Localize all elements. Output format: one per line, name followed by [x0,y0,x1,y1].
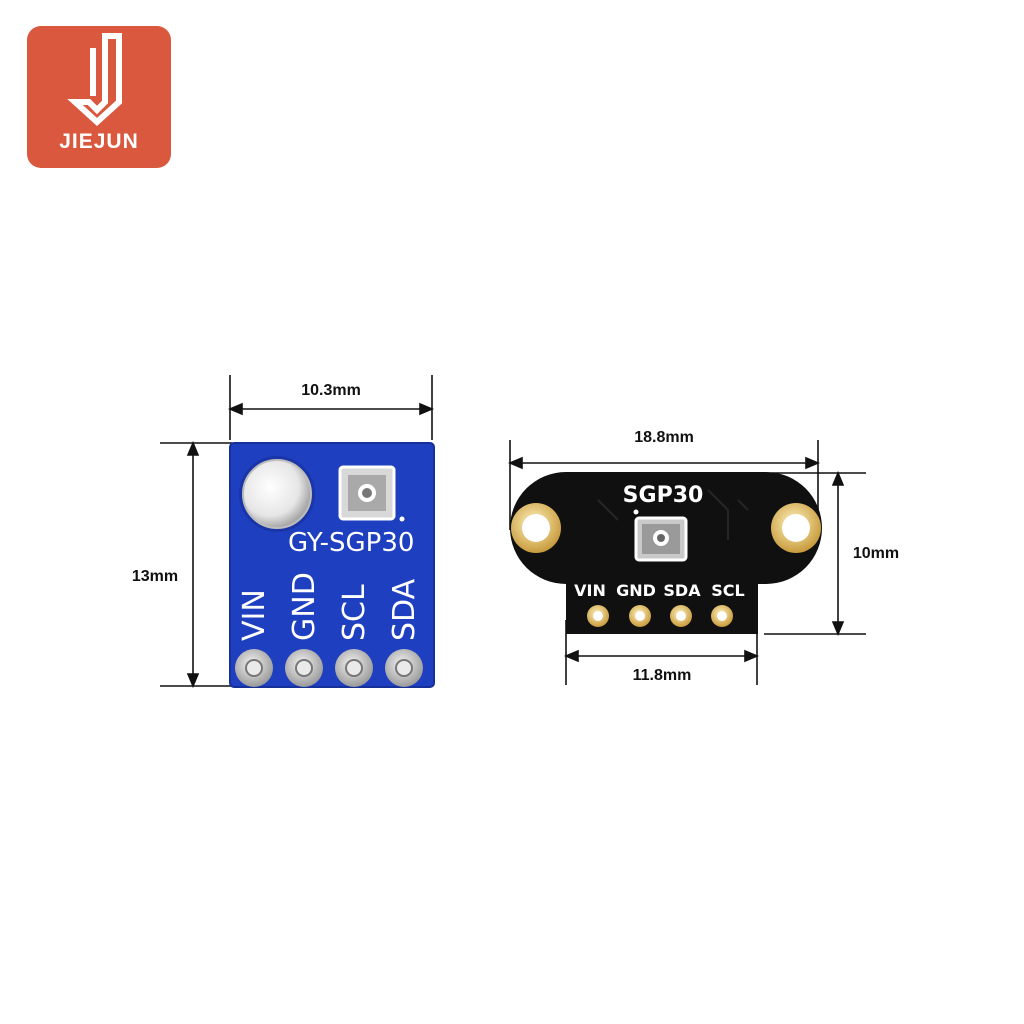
brand-name: JIEJUN [59,130,139,153]
left-pin-label: SDA [387,578,422,641]
right-module-board: SGP30 VIN GND SDA SCL [510,472,822,634]
right-pin-label: VIN [574,581,606,600]
left-board-label: GY-SGP30 [288,528,414,558]
left-pin-label: GND [287,572,322,641]
right-pin-label: SCL [711,581,744,600]
right-pin-label: SDA [663,581,701,600]
brand-logo: JIEJUN [27,26,171,168]
left-width-label: 10.3mm [301,382,361,399]
left-pin-label: SCL [337,584,372,641]
right-pin-label: GND [616,581,656,600]
left-pin-label: VIN [237,589,272,641]
right-height-label: 10mm [852,545,900,562]
brand-mark-icon [67,33,122,127]
left-module-board: GY-SGP30 VIN GND SCL SDA [229,442,435,688]
right-width-label: 18.8mm [634,429,694,446]
right-board-label: SGP30 [623,483,704,508]
left-height-label: 13mm [131,568,179,585]
right-header-width-label: 11.8mm [632,667,692,684]
